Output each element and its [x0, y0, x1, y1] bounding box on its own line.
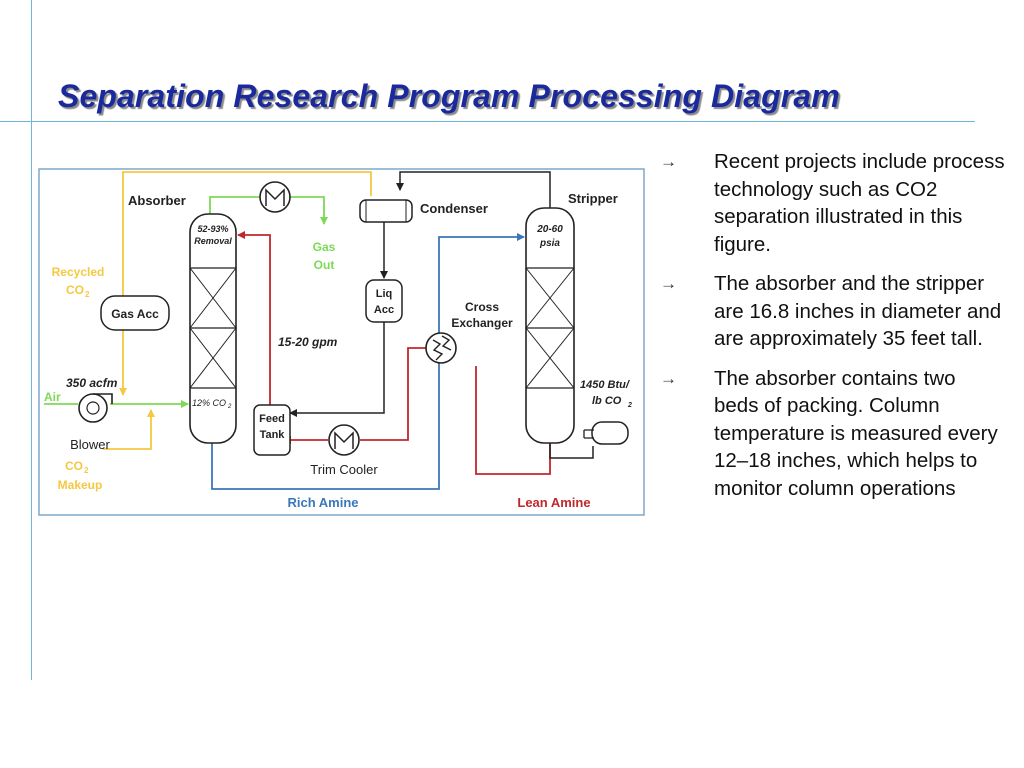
feed-tank-vessel	[253, 404, 291, 456]
gas-acc-vessel	[100, 295, 170, 331]
bullet-item: → The absorber and the stripper are 16.8 …	[660, 270, 1005, 353]
page-title: Separation Research Program Processing D…	[58, 78, 840, 114]
lean-amine-to-cooler-line	[360, 347, 438, 441]
bullet-list: → Recent projects include process technol…	[660, 148, 1005, 514]
recycled-co2-subscript: 2	[85, 290, 90, 299]
lean-amine-label: Lean Amine	[517, 495, 590, 510]
co2-makeup-label-2: Makeup	[58, 478, 103, 492]
recycled-co2-line	[119, 171, 372, 396]
co2-percent-subscript: 2	[227, 404, 232, 410]
co2-makeup-line	[103, 409, 155, 450]
gas-line-to-condenser	[209, 196, 260, 220]
cross-exchanger-label-1: Cross	[465, 300, 499, 314]
arrow-icon: →	[660, 152, 677, 171]
trim-cooler-icon	[328, 424, 360, 456]
gas-out-line	[290, 196, 328, 225]
vertical-rule	[31, 0, 32, 680]
removal-label: Removal	[194, 236, 232, 246]
bullet-text: The absorber contains two beds of packin…	[714, 366, 998, 500]
co2-percent-label: 12% CO	[192, 398, 226, 408]
condenser-vessel	[359, 199, 413, 223]
absorber-column	[189, 213, 237, 444]
arrow-icon: →	[660, 368, 677, 388]
pressure-unit-label: psia	[539, 238, 560, 249]
recycled-co2-label-1: Recycled	[52, 265, 105, 279]
reboiler-line	[549, 443, 594, 459]
heat-duty-subscript: 2	[627, 402, 632, 409]
cross-exchanger-icon	[425, 332, 457, 364]
acfm-label: 350 acfm	[66, 376, 118, 390]
co2-makeup-subscript: 2	[84, 466, 89, 475]
liq-acc-label-2: Acc	[374, 304, 394, 316]
rich-amine-to-stripper-line	[438, 233, 525, 334]
horizontal-rule	[0, 121, 975, 122]
feed-tank-label-1: Feed	[259, 413, 285, 425]
blower-icon	[78, 393, 113, 423]
gas-out-label-2: Out	[314, 258, 335, 272]
stripper-label: Stripper	[568, 191, 618, 206]
reboiler-icon	[583, 421, 629, 445]
gas-out-label-1: Gas	[313, 240, 336, 254]
removal-range-label: 52-93%	[197, 224, 228, 234]
flow-rate-label: 15-20 gpm	[278, 335, 338, 349]
gas-cooler-icon	[259, 181, 291, 213]
rich-amine-label: Rich Amine	[287, 495, 358, 510]
stripper-column	[525, 207, 575, 444]
bullet-item: → Recent projects include process technol…	[660, 148, 1005, 258]
trim-cooler-label: Trim Cooler	[310, 462, 378, 477]
heat-duty-label-1: 1450 Btu/	[580, 379, 631, 391]
air-label: Air	[44, 390, 61, 404]
bullet-text: The absorber and the stripper are 16.8 i…	[714, 272, 1002, 350]
cross-exchanger-label-2: Exchanger	[451, 316, 513, 330]
arrow-icon: →	[660, 274, 677, 293]
co2-makeup-label-1: CO	[65, 459, 83, 473]
condenser-label: Condenser	[420, 201, 488, 216]
liq-acc-vessel	[365, 279, 403, 323]
pressure-range-label: 20-60	[536, 224, 563, 235]
feed-tank-label-2: Tank	[260, 429, 286, 441]
reflux-to-tank-line	[289, 322, 385, 417]
bullet-text: Recent projects include process technolo…	[714, 150, 1005, 256]
absorber-label: Absorber	[128, 193, 186, 208]
recycled-co2-label-2: CO	[66, 283, 84, 297]
stripper-vapor-line	[396, 171, 551, 216]
bullet-item: → The absorber contains two beds of packi…	[660, 365, 1005, 503]
liq-acc-label-1: Liq	[376, 288, 393, 300]
heat-duty-label-2: lb CO	[592, 395, 622, 407]
gas-acc-label: Gas Acc	[111, 307, 159, 321]
amine-to-absorber-line	[237, 231, 271, 405]
rich-amine-line	[211, 356, 440, 490]
process-diagram: Absorber Stripper Condenser 52-93% Remov…	[38, 168, 645, 516]
blower-label: Blower	[70, 437, 110, 452]
